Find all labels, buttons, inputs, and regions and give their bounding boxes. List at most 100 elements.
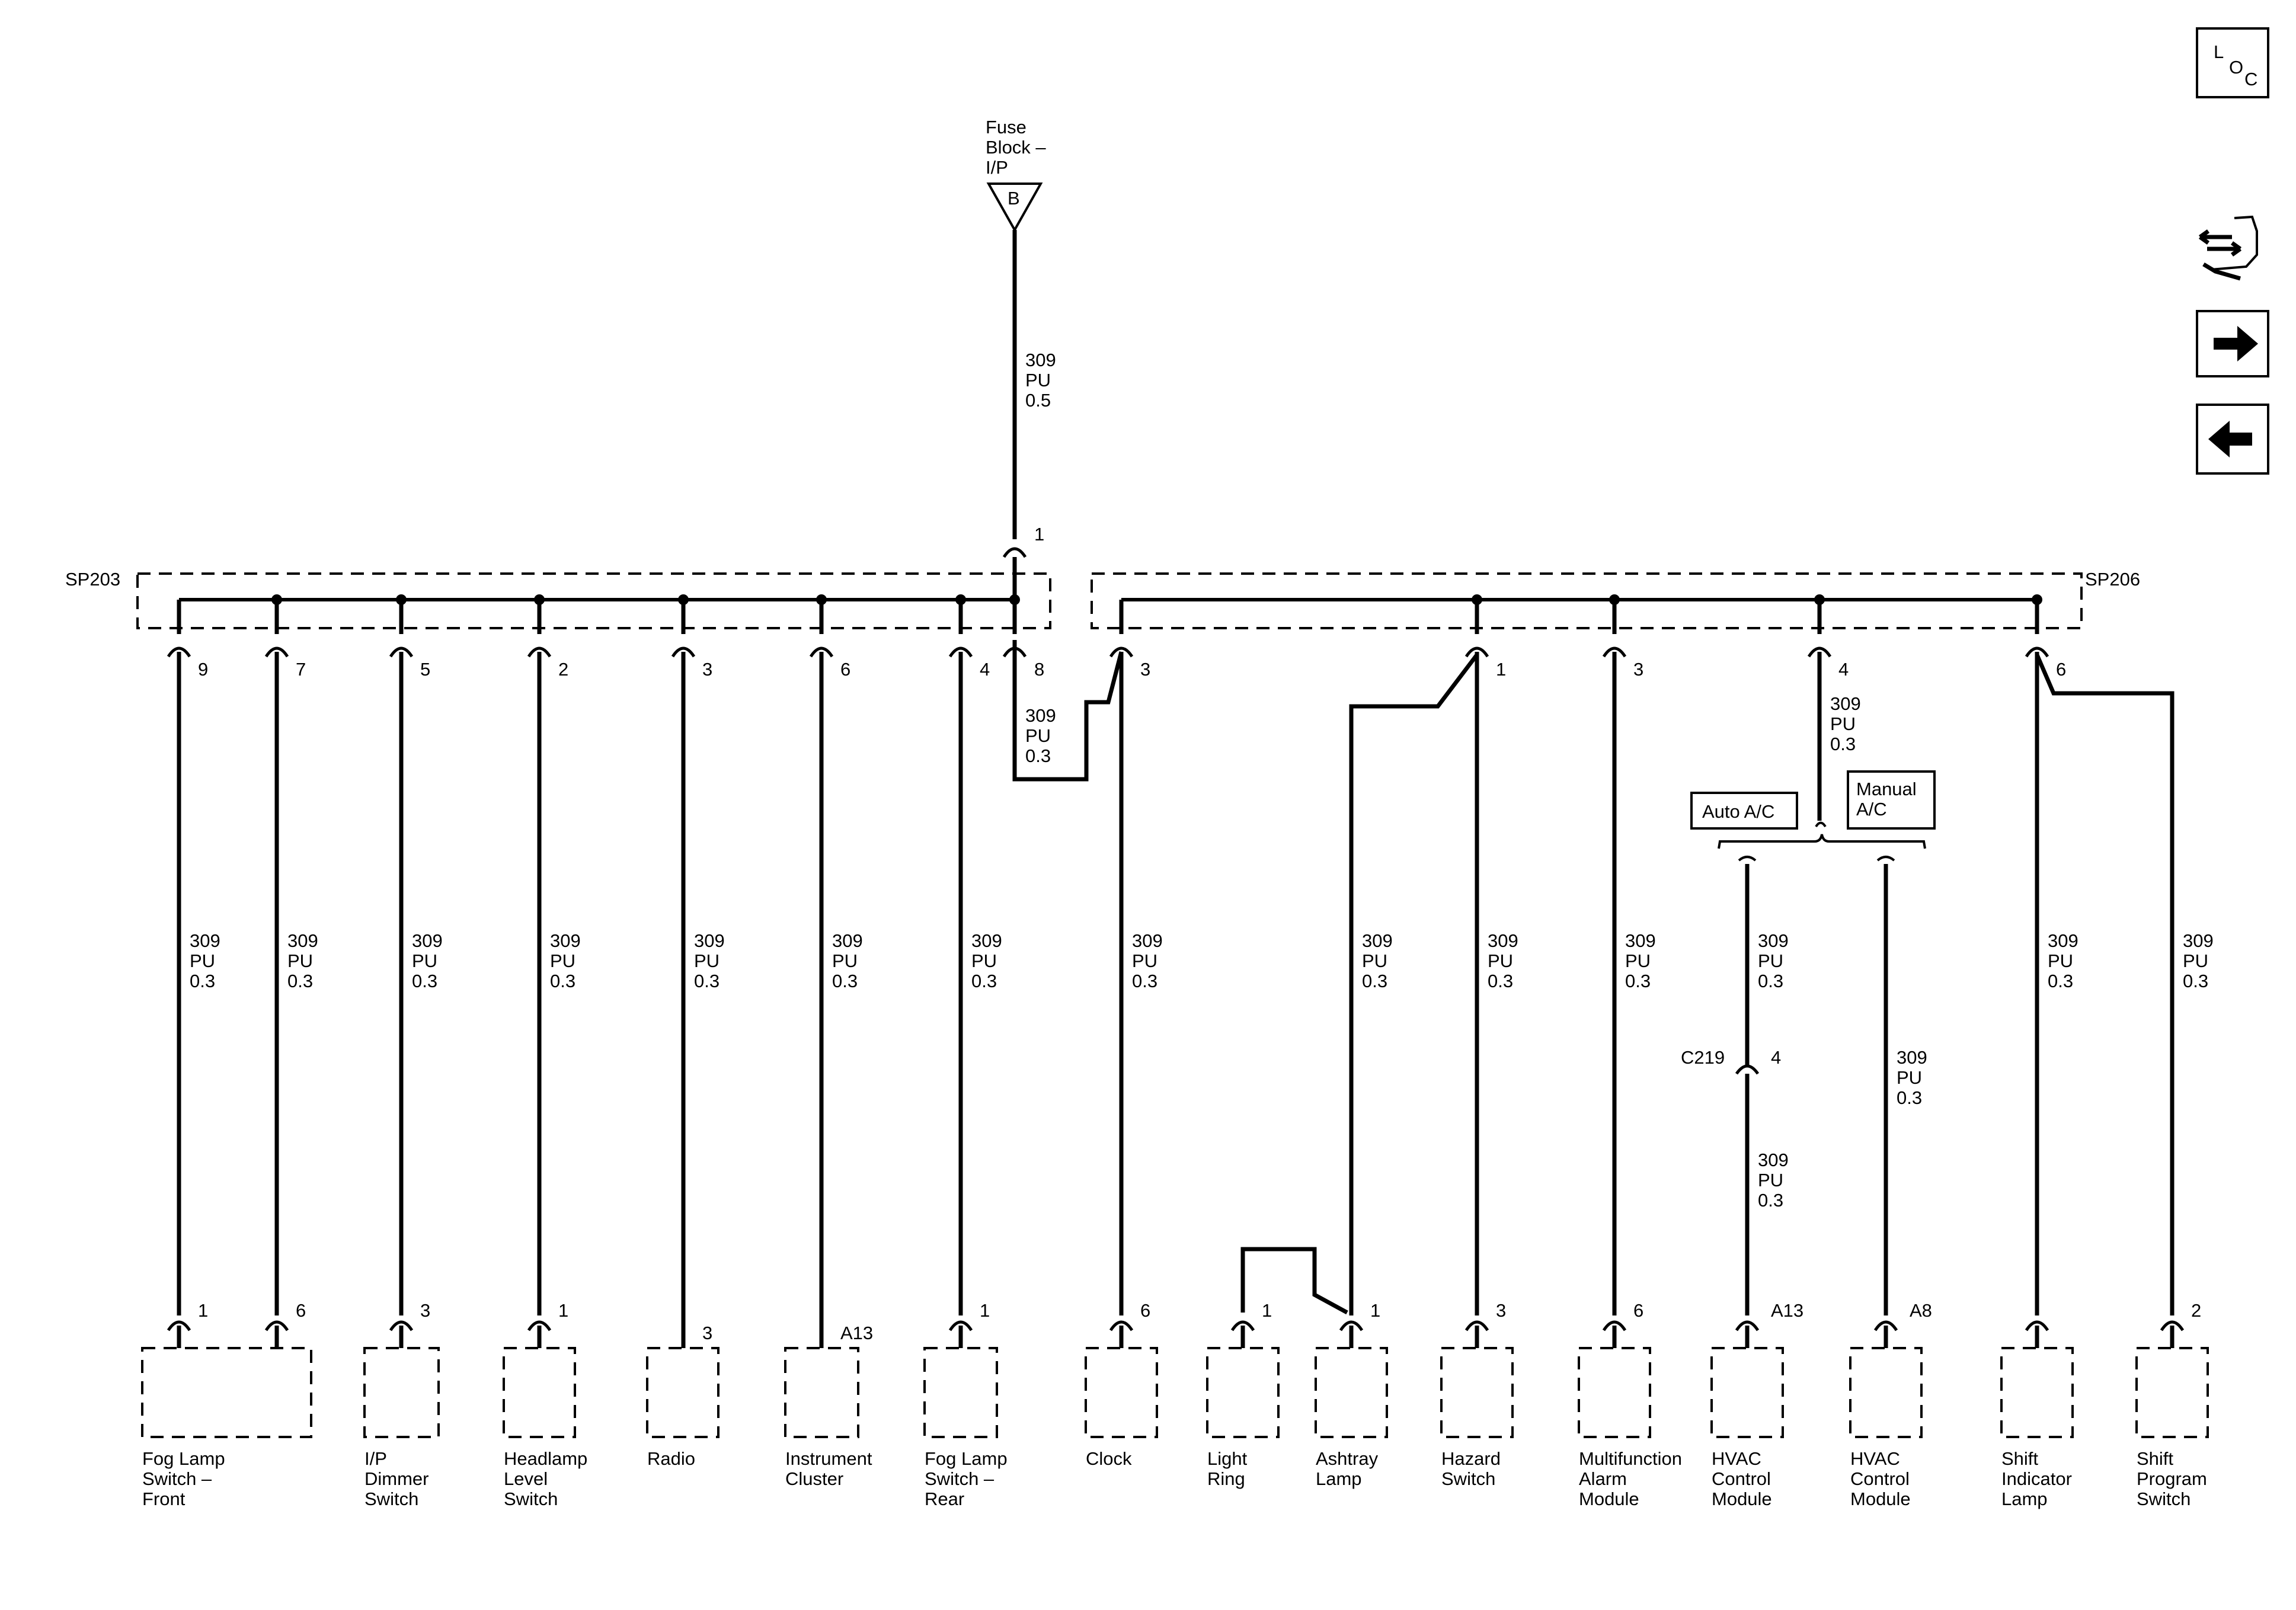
branch-wire-spec-line-1: 309	[1132, 930, 1163, 951]
branch-circuits: 9309PU0.317309PU0.365309PU0.332309PU0.31…	[141, 594, 2214, 1509]
splice-pin-connector	[671, 646, 696, 658]
branch-wire-spec-line-3: 0.3	[832, 971, 858, 991]
component-label-clock: Clock	[1086, 1448, 1132, 1469]
location-view-button[interactable]: L O C	[2196, 27, 2269, 98]
branch-wire-spec-line-3: 0.3	[287, 971, 313, 991]
splice-pin-number: 5	[420, 659, 430, 680]
branch-wire-spec-line-3: 0.3	[2183, 971, 2208, 991]
splice-pin-number: 6	[840, 659, 850, 680]
component-box-hvac-auto	[1710, 1347, 1784, 1438]
component-label-ashtray-lamp: Lamp	[1316, 1468, 1362, 1489]
splice-pin-number: 1	[1496, 659, 1506, 680]
jumper-wire-circuit: 309	[1025, 705, 1056, 726]
fuse-terminal-letter: B	[1008, 188, 1020, 209]
component-box-fog-rear	[923, 1347, 998, 1438]
component-label-headlamp-level: Level	[504, 1468, 548, 1489]
component-box-fog-front	[141, 1347, 312, 1438]
branch-wire-spec-line-1: 309	[287, 930, 318, 951]
branch-wire-spec-line-3: 0.3	[1758, 971, 1783, 991]
splice-pin-connector	[948, 646, 973, 658]
splice-pin-connector	[1602, 646, 1627, 658]
branch-wire-spec-line-2: PU	[287, 950, 313, 971]
branch-wire-spec-line-2: PU	[2183, 950, 2208, 971]
component-label-fog-rear: Rear	[925, 1489, 964, 1509]
component-box-instrument-cluster	[784, 1347, 859, 1438]
branch-wire-shift-program	[2035, 654, 2175, 1315]
component-pin-number: 1	[198, 1300, 208, 1321]
component-box-light-ring	[1206, 1347, 1280, 1438]
splice-pin-number: 6	[2056, 659, 2066, 680]
component-pin-connector	[389, 1320, 414, 1331]
branch-wire-spec-line-1: 309	[1625, 930, 1656, 951]
splice-pin-connector	[2025, 646, 2049, 658]
option-box-auto	[1690, 792, 1798, 830]
option-box-manual	[1847, 770, 1936, 830]
branch-wire-spec-line-2: PU	[971, 950, 997, 971]
splice-entry-connector	[1002, 547, 1027, 558]
splice-label-sp206: SP206	[2085, 569, 2140, 590]
component-pin-number: 2	[2191, 1300, 2201, 1321]
splice-pin-connector	[1109, 646, 1134, 658]
component-pin-number: 1	[1370, 1300, 1380, 1321]
previous-arrow-button[interactable]	[2196, 404, 2269, 475]
component-label-fog-front: Front	[142, 1489, 186, 1509]
component-pin-number: A13	[1771, 1300, 1803, 1321]
branch-wire-spec-line-2: PU	[1362, 950, 1387, 971]
branch-wire-spec-line-3: 0.3	[190, 971, 215, 991]
component-label-ip-dimmer: Switch	[364, 1489, 418, 1509]
component-pin-number: 1	[1262, 1300, 1272, 1321]
splice-pin-number: 3	[1140, 659, 1150, 680]
loc-letter-l: L	[2214, 41, 2224, 62]
component-label-shift-indicator: Shift	[2001, 1448, 2038, 1469]
component-label-ip-dimmer: I/P	[364, 1448, 387, 1469]
fuse-block-label-line-3: I/P	[986, 157, 1008, 178]
component-pin-number: 6	[1633, 1300, 1643, 1321]
loc-button-frame	[2196, 27, 2269, 98]
component-label-shift-program: Shift	[2137, 1448, 2173, 1469]
previous-button-frame	[2196, 404, 2269, 475]
jumper-wire-color: PU	[1025, 725, 1051, 746]
branch-wire-spec-line-1: 309	[190, 930, 220, 951]
branch-wire-spec-line-3: 0.3	[694, 971, 720, 991]
branch-wire-spec-line-3: 0.3	[1362, 971, 1387, 991]
component-label-multifunction-alarm: Multifunction	[1579, 1448, 1682, 1469]
component-pin-connector	[1602, 1320, 1627, 1331]
branch-wire-spec-line-2: PU	[694, 950, 720, 971]
next-arrow-button[interactable]	[2196, 310, 2269, 377]
component-label-hvac-auto: Control	[1712, 1468, 1771, 1489]
service-icon-outline	[2210, 215, 2258, 271]
splice-pin-number: 9	[198, 659, 208, 680]
splice-pack-sp206	[1091, 572, 2083, 629]
component-pin-number: 3	[420, 1300, 430, 1321]
component-label-instrument-cluster: Cluster	[785, 1468, 843, 1489]
option-label-manual-line-1: Manual	[1856, 779, 1917, 799]
splice-pin-connector	[809, 646, 834, 658]
branch-wire-spec-line-3: 0.3	[412, 971, 437, 991]
component-label-ashtray-lamp: Ashtray	[1316, 1448, 1379, 1469]
component-box-shift-indicator	[2000, 1347, 2074, 1438]
component-pin-connector	[264, 1320, 289, 1331]
loc-letter-c: C	[2244, 69, 2257, 89]
component-pin-connector	[2160, 1320, 2185, 1331]
branch-wire-spec-line-3: 0.3	[1625, 971, 1651, 991]
option-brace	[1718, 834, 1926, 849]
component-label-hvac-manual: Control	[1850, 1468, 1910, 1489]
component-box-hazard-switch	[1440, 1347, 1514, 1438]
schematic-service-icon[interactable]	[2198, 215, 2258, 281]
branch-wire-ashtray	[1349, 653, 1479, 1315]
component-box-clock	[1085, 1347, 1158, 1438]
option-break-auto	[1738, 856, 1757, 862]
next-button-frame	[2196, 310, 2269, 377]
light-ring-loop-wire	[1240, 1247, 1348, 1315]
service-icon-arrows	[2198, 229, 2242, 257]
component-box-hvac-manual	[1849, 1347, 1923, 1438]
splice-pin-number: 2	[558, 659, 568, 680]
component-box-headlamp-level	[503, 1347, 576, 1438]
fuse-block-label-line-1: Fuse	[986, 117, 1027, 137]
option-label-manual-line-2: A/C	[1856, 799, 1887, 820]
jumper-wire-gauge: 0.3	[1025, 745, 1051, 766]
splice-pin-number: 4	[1838, 659, 1849, 680]
branch-wire-spec-line-1: 309	[2048, 930, 2078, 951]
fuse-terminal-triangle	[986, 183, 1043, 233]
component-pin-number: A8	[1910, 1300, 1932, 1321]
